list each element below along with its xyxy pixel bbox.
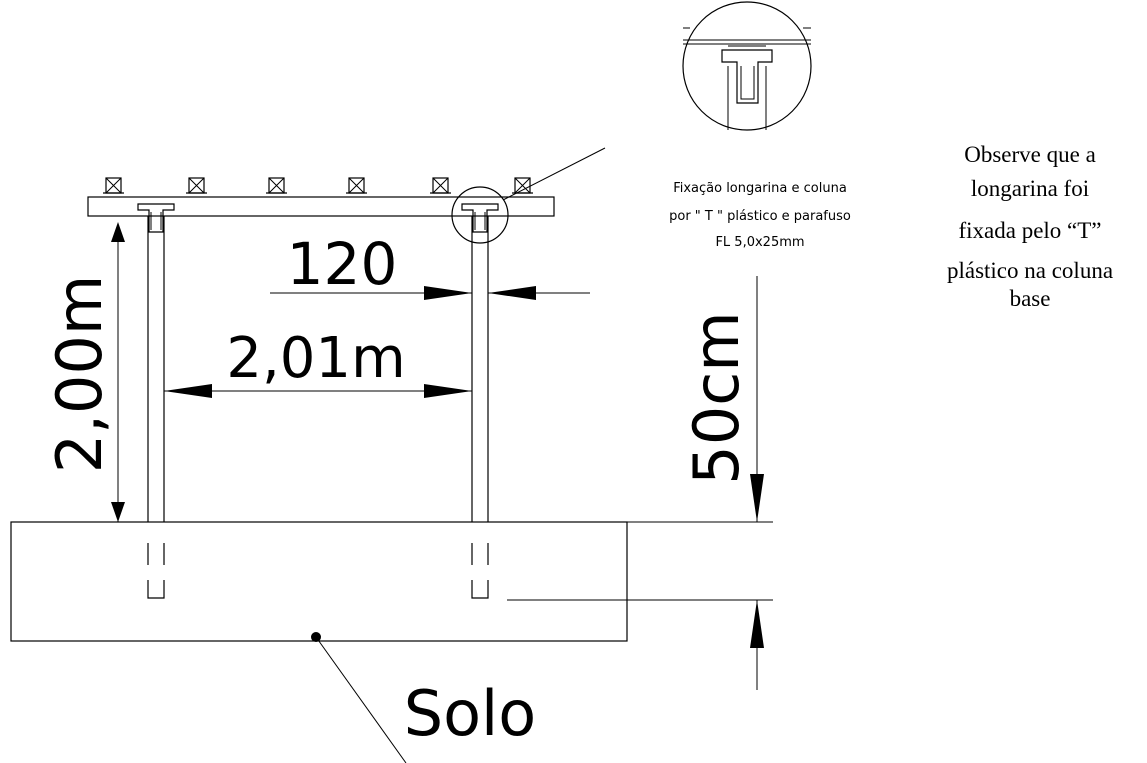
column-height-label: 2,00m — [43, 275, 116, 473]
detail-leader-line — [502, 147, 606, 201]
burial-depth-label: 50cm — [680, 311, 753, 484]
column-spacing-label: 2,01m — [226, 326, 405, 391]
detail-marker-circle — [451, 186, 509, 244]
right-column — [451, 186, 509, 599]
crossbar-box — [266, 177, 287, 194]
beam — [87, 196, 555, 217]
note-line-1: Observe que a — [964, 142, 1096, 167]
dimension-column-width — [270, 286, 590, 300]
crossbar-box — [346, 177, 367, 194]
column-width-label: 120 — [287, 230, 398, 298]
crossbar-box — [103, 177, 124, 194]
crossbar-boxes — [103, 177, 533, 194]
note-line-2: longarina foi — [971, 176, 1089, 201]
crossbar-box — [430, 177, 451, 194]
detail-view — [682, 1, 812, 131]
ground-leader-line — [315, 636, 407, 763]
callout-line-3: FL 5,0x25mm — [715, 235, 804, 250]
dimension-burial-depth — [507, 276, 773, 690]
crossbar-box — [512, 177, 533, 194]
callout-line-1: Fixação longarina e coluna — [673, 181, 847, 196]
ground-label: Solo — [404, 677, 536, 750]
callout-line-2: por " T " plástico e parafuso — [669, 209, 851, 224]
dimension-column-height — [111, 222, 125, 522]
ground-block — [10, 521, 628, 642]
note-line-4: plástico na coluna — [947, 258, 1113, 283]
left-column — [137, 203, 175, 599]
note-line-3: fixada pelo “T” — [958, 218, 1101, 243]
crossbar-box — [186, 177, 207, 194]
note-line-5: base — [1010, 286, 1051, 311]
dimension-column-spacing — [164, 384, 472, 398]
